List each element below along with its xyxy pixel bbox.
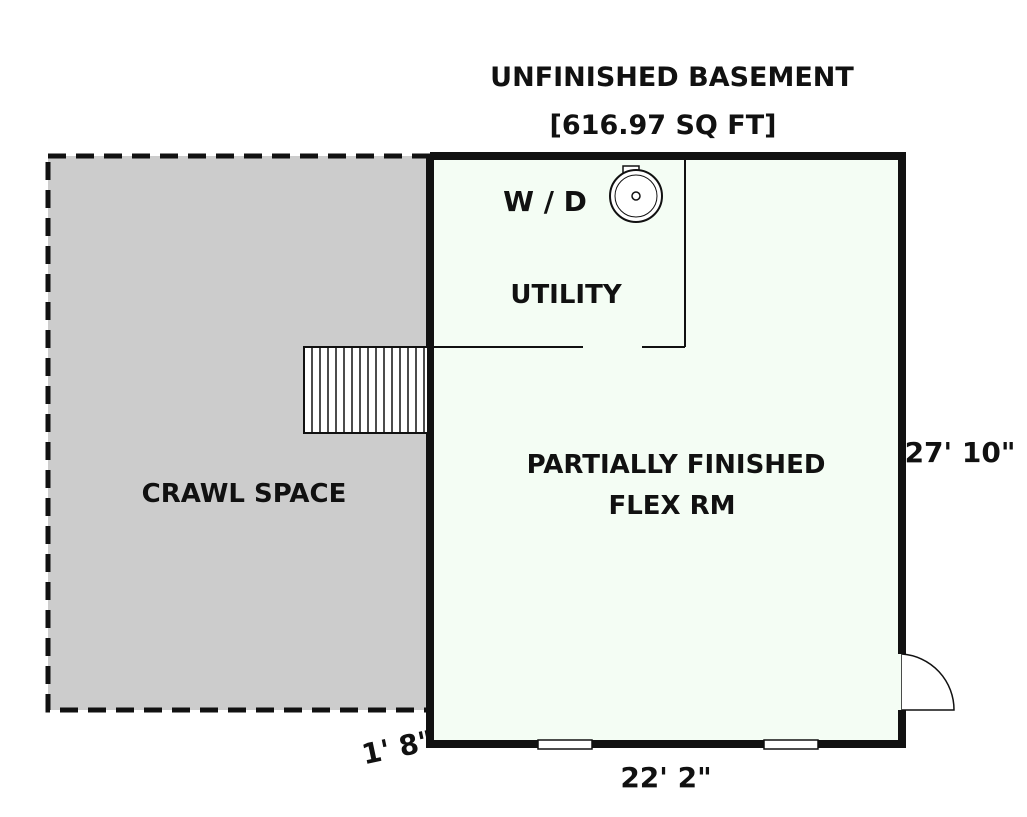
room-label-crawl-space: CRAWL SPACE <box>142 479 347 509</box>
washer-dryer-label: W / D <box>503 185 587 218</box>
window-bottom-left <box>537 739 593 750</box>
room-label-flex-line2: FLEX RM <box>608 491 735 521</box>
plan-area-subtitle: [616.97 SQ FT] <box>550 110 777 141</box>
dimension-right: 27' 10" <box>905 436 1016 469</box>
room-label-utility: UTILITY <box>510 280 622 310</box>
dimension-offset: 1' 8" <box>359 724 436 771</box>
plan-title: UNFINISHED BASEMENT <box>490 62 854 93</box>
dimension-bottom: 22' 2" <box>620 761 711 794</box>
washer-dryer-icon <box>609 165 663 223</box>
window-bottom-right <box>763 739 819 750</box>
flex-room-area <box>430 156 902 744</box>
staircase <box>303 346 429 434</box>
basement-walls <box>426 152 906 748</box>
exterior-door-icon <box>901 653 955 711</box>
room-label-flex-line1: PARTIALLY FINISHED <box>527 450 826 480</box>
